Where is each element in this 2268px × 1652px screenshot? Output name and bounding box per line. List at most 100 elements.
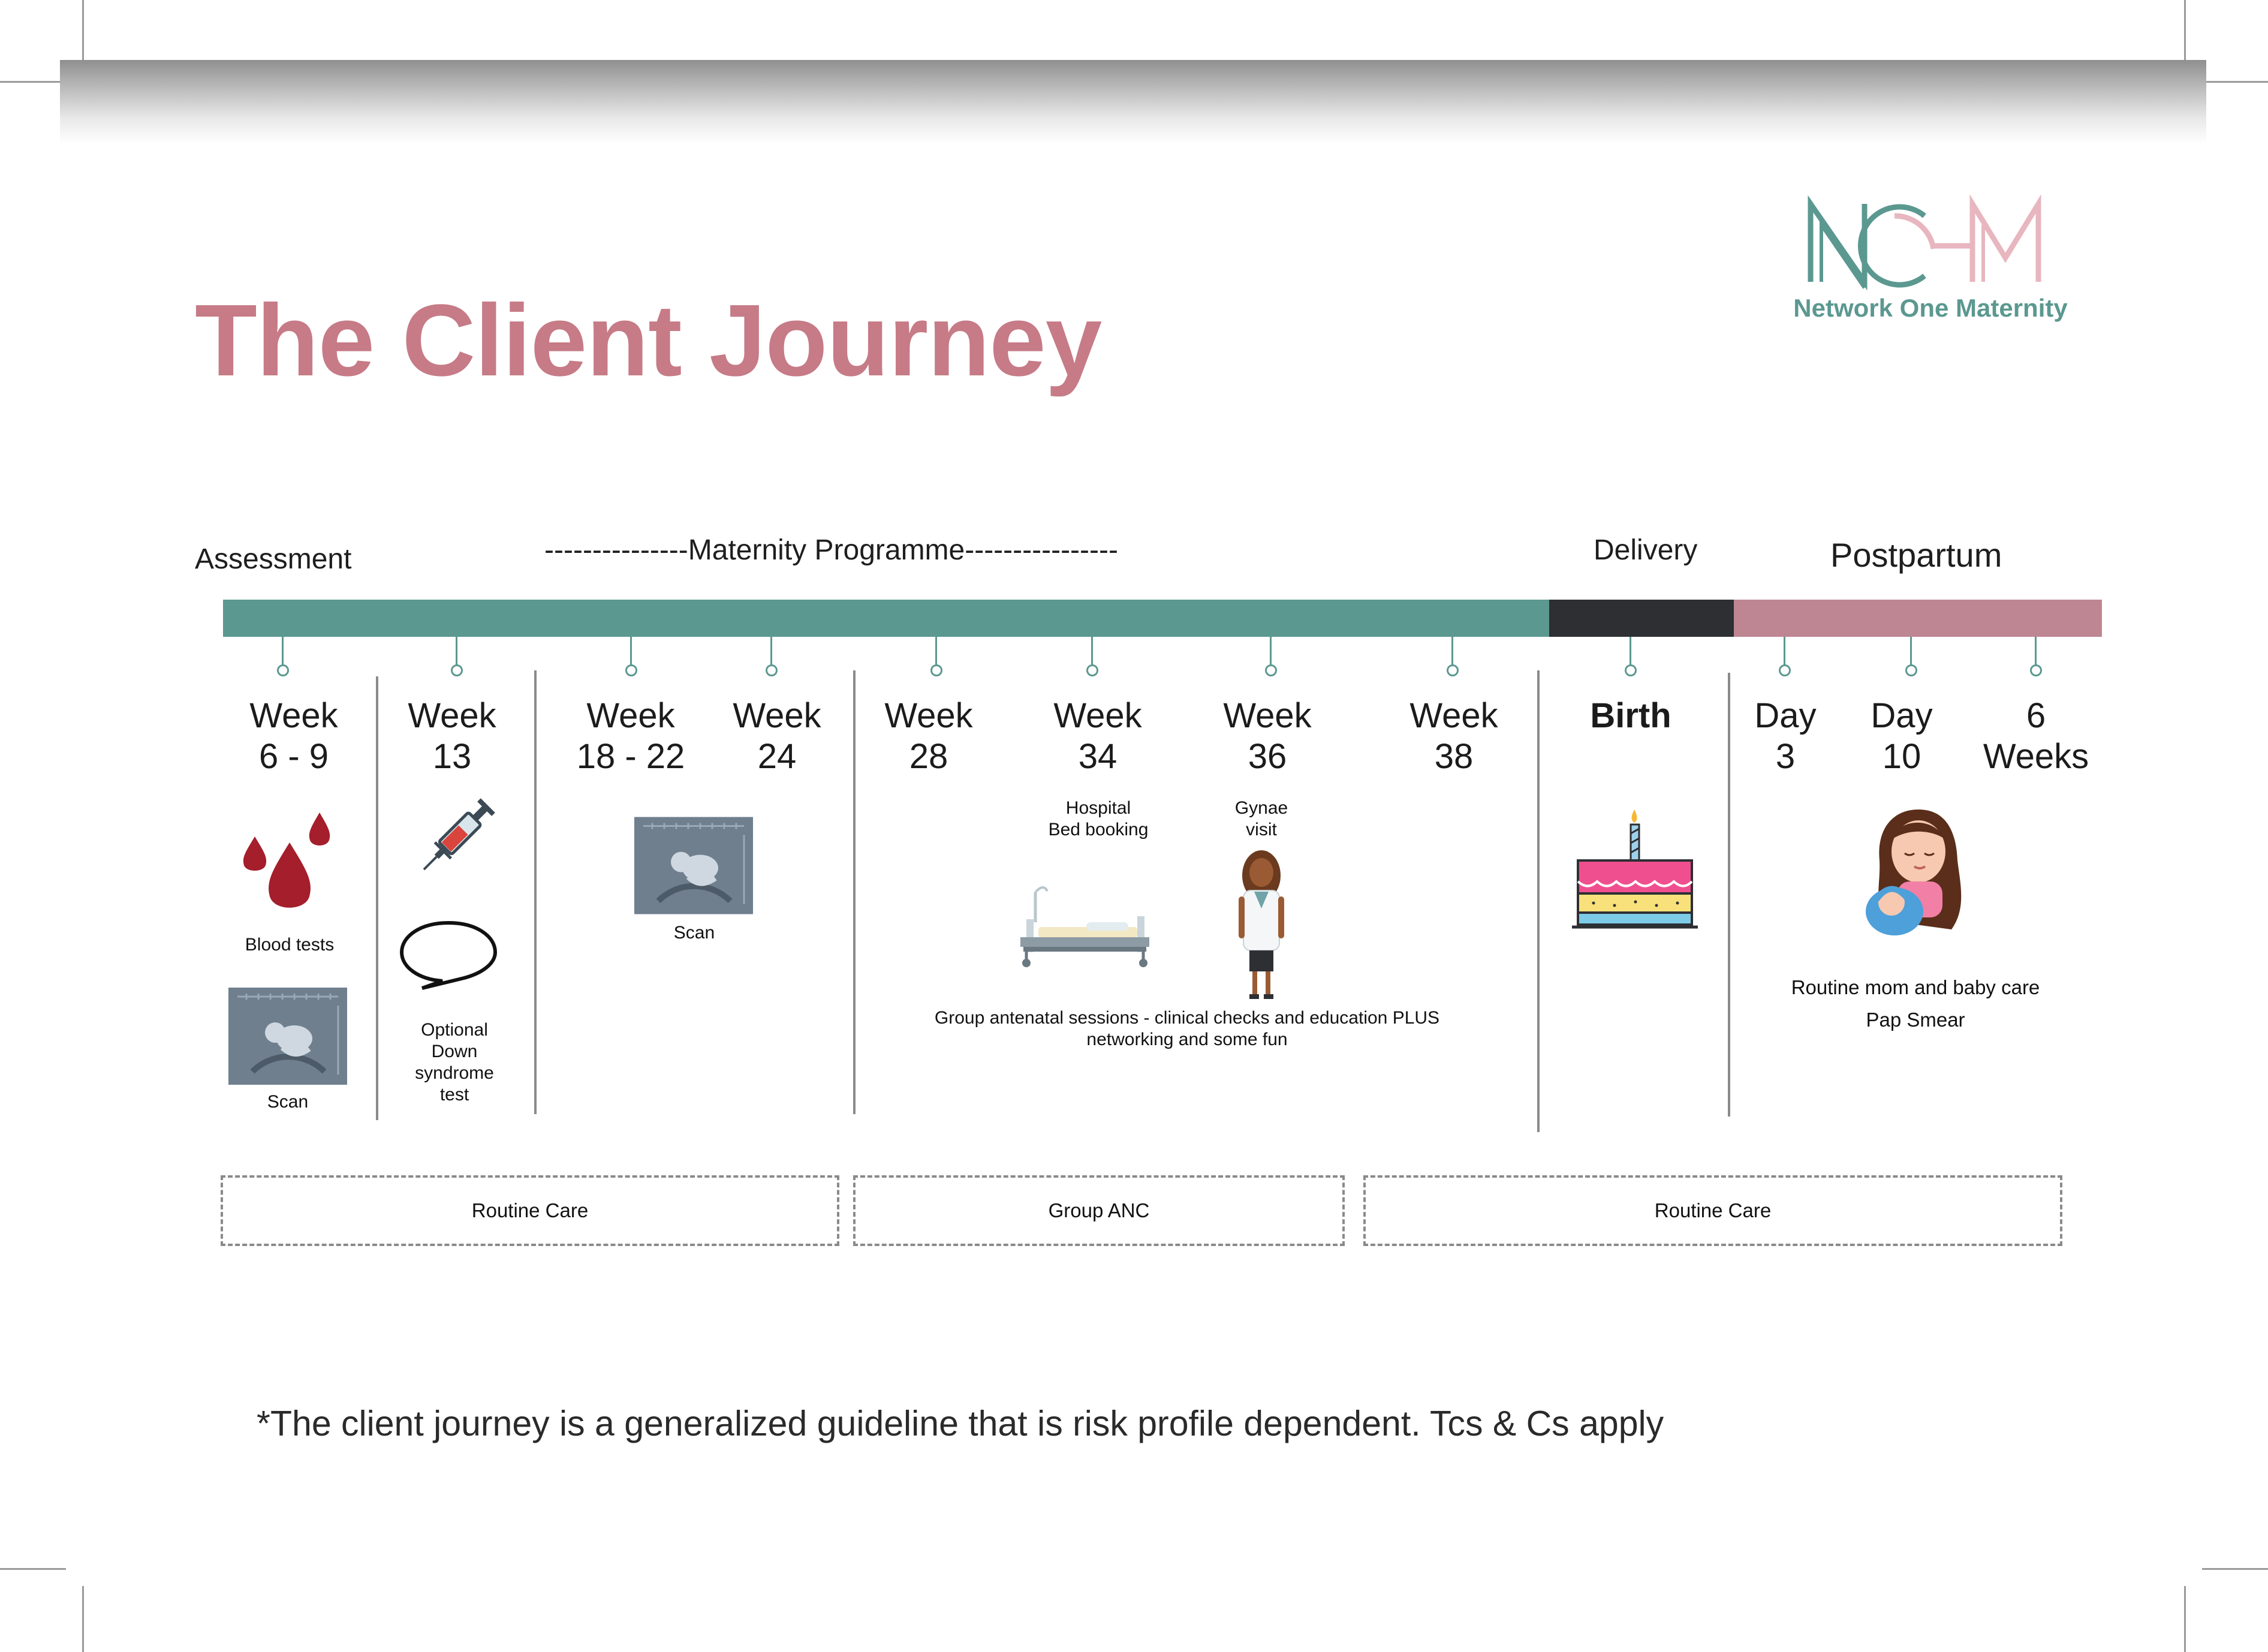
caption-line: Gynae	[1234, 798, 1288, 818]
section-divider	[376, 676, 378, 1120]
timeline-tick	[2035, 637, 2037, 666]
timeline-dot	[1779, 664, 1791, 676]
milestone-label: Week	[1409, 696, 1498, 735]
caption-gynae-visit: Gynae visit	[1207, 798, 1315, 841]
milestone-label: Week	[1223, 696, 1312, 735]
milestone-label: 6	[2026, 696, 2046, 735]
timeline-dot	[277, 664, 289, 676]
timeline-dot	[2030, 664, 2042, 676]
milestone-value: 24	[757, 737, 797, 776]
crop-mark	[2202, 1568, 2268, 1570]
caption-line: syndrome	[415, 1063, 494, 1083]
timeline-bar-delivery	[1549, 600, 1734, 637]
section-divider	[1537, 670, 1540, 1132]
milestone-label: Week	[1053, 696, 1142, 735]
milestone-label: Week	[249, 696, 338, 735]
caption-optional-test: Optional Down syndrome test	[396, 1019, 513, 1106]
milestone-value: 28	[909, 737, 948, 776]
phase-postpartum: Postpartum	[1830, 536, 2002, 574]
page-title: The Client Journey	[195, 284, 1102, 398]
milestone-label: Day	[1871, 696, 1933, 735]
milestone-value: 38	[1434, 737, 1474, 776]
milestone-value: 34	[1078, 737, 1118, 776]
timeline-dot	[766, 664, 778, 676]
timeline-tick	[1910, 637, 1912, 666]
milestone-value: 10	[1882, 737, 1921, 776]
timeline-tick	[1451, 637, 1453, 666]
timeline-dot	[1447, 664, 1459, 676]
timeline-tick	[630, 637, 632, 666]
crop-mark	[2184, 0, 2186, 63]
caption-line: Routine mom and baby care	[1791, 976, 2040, 998]
caption-line: networking and some fun	[1086, 1030, 1288, 1049]
timeline-tick	[935, 637, 937, 666]
section-divider	[853, 670, 856, 1114]
timeline-tick	[1270, 637, 1272, 666]
crop-mark	[0, 1568, 66, 1570]
crop-mark	[0, 81, 66, 83]
crop-mark	[2184, 1586, 2186, 1652]
timeline-tick	[1784, 637, 1785, 666]
milestone-label: Week	[586, 696, 675, 735]
hospital-bed-icon	[1020, 886, 1149, 967]
caption-line: Hospital	[1065, 798, 1131, 818]
page-shadow	[60, 60, 2206, 144]
milestone-label: Week	[408, 696, 496, 735]
milestone-label: Birth	[1590, 696, 1671, 735]
care-box-routine-care-postnatal: Routine Care	[1363, 1175, 2062, 1246]
caption-group-antenatal: Group antenatal sessions - clinical chec…	[887, 1007, 1487, 1051]
crop-mark	[82, 0, 84, 63]
crop-mark	[82, 1586, 84, 1652]
birthday-cake-icon	[1572, 810, 1698, 929]
phase-assessment: Assessment	[195, 543, 352, 575]
caption-line: Down	[431, 1042, 478, 1061]
caption-blood-tests: Blood tests	[245, 935, 335, 955]
timeline-dot	[1625, 664, 1637, 676]
doctor-icon	[1239, 850, 1284, 999]
timeline-dot	[930, 664, 942, 676]
timeline-dot	[625, 664, 637, 676]
caption-line: test	[439, 1085, 469, 1105]
footnote: *The client journey is a generalized gui…	[257, 1404, 1664, 1443]
speech-bubble-icon	[399, 920, 498, 990]
milestone-value: 3	[1775, 737, 1796, 776]
milestone-value: 6 - 9	[258, 737, 329, 776]
syringe-icon	[423, 798, 495, 871]
caption-line: Bed booking	[1048, 820, 1149, 839]
timeline-tick	[770, 637, 772, 666]
phase-maternity-programme: ---------------Maternity Programme------…	[544, 534, 1118, 566]
mother-baby-icon	[1866, 810, 1962, 935]
milestone-value: 18 - 22	[576, 737, 685, 776]
milestone-value: Weeks	[1983, 737, 2089, 776]
milestone-label: Week	[884, 696, 973, 735]
caption-hospital-bed-booking: Hospital Bed booking	[1019, 798, 1177, 841]
phase-delivery: Delivery	[1594, 534, 1698, 566]
care-box-routine-care-prenatal: Routine Care	[221, 1175, 839, 1246]
crop-mark	[2202, 81, 2268, 83]
timeline-dot	[1905, 664, 1917, 676]
milestone-birth: Birth	[1565, 696, 1697, 736]
caption-line: visit	[1246, 820, 1277, 839]
blood-drops-icon	[243, 813, 330, 908]
timeline-dot	[1086, 664, 1098, 676]
milestone-value: 36	[1248, 737, 1287, 776]
care-box-group-anc: Group ANC	[853, 1175, 1345, 1246]
caption-postpartum-care: Routine mom and baby care Pap Smear	[1757, 971, 2074, 1036]
timeline-bar-maternity	[223, 600, 1549, 637]
timeline-dot	[1265, 664, 1277, 676]
milestone-value: 13	[432, 737, 472, 776]
caption-scan-2: Scan	[673, 923, 715, 943]
logo-name: Network One Maternity	[1793, 294, 2068, 322]
timeline-bar-postpartum	[1734, 600, 2102, 637]
timeline-tick	[1630, 637, 1631, 666]
